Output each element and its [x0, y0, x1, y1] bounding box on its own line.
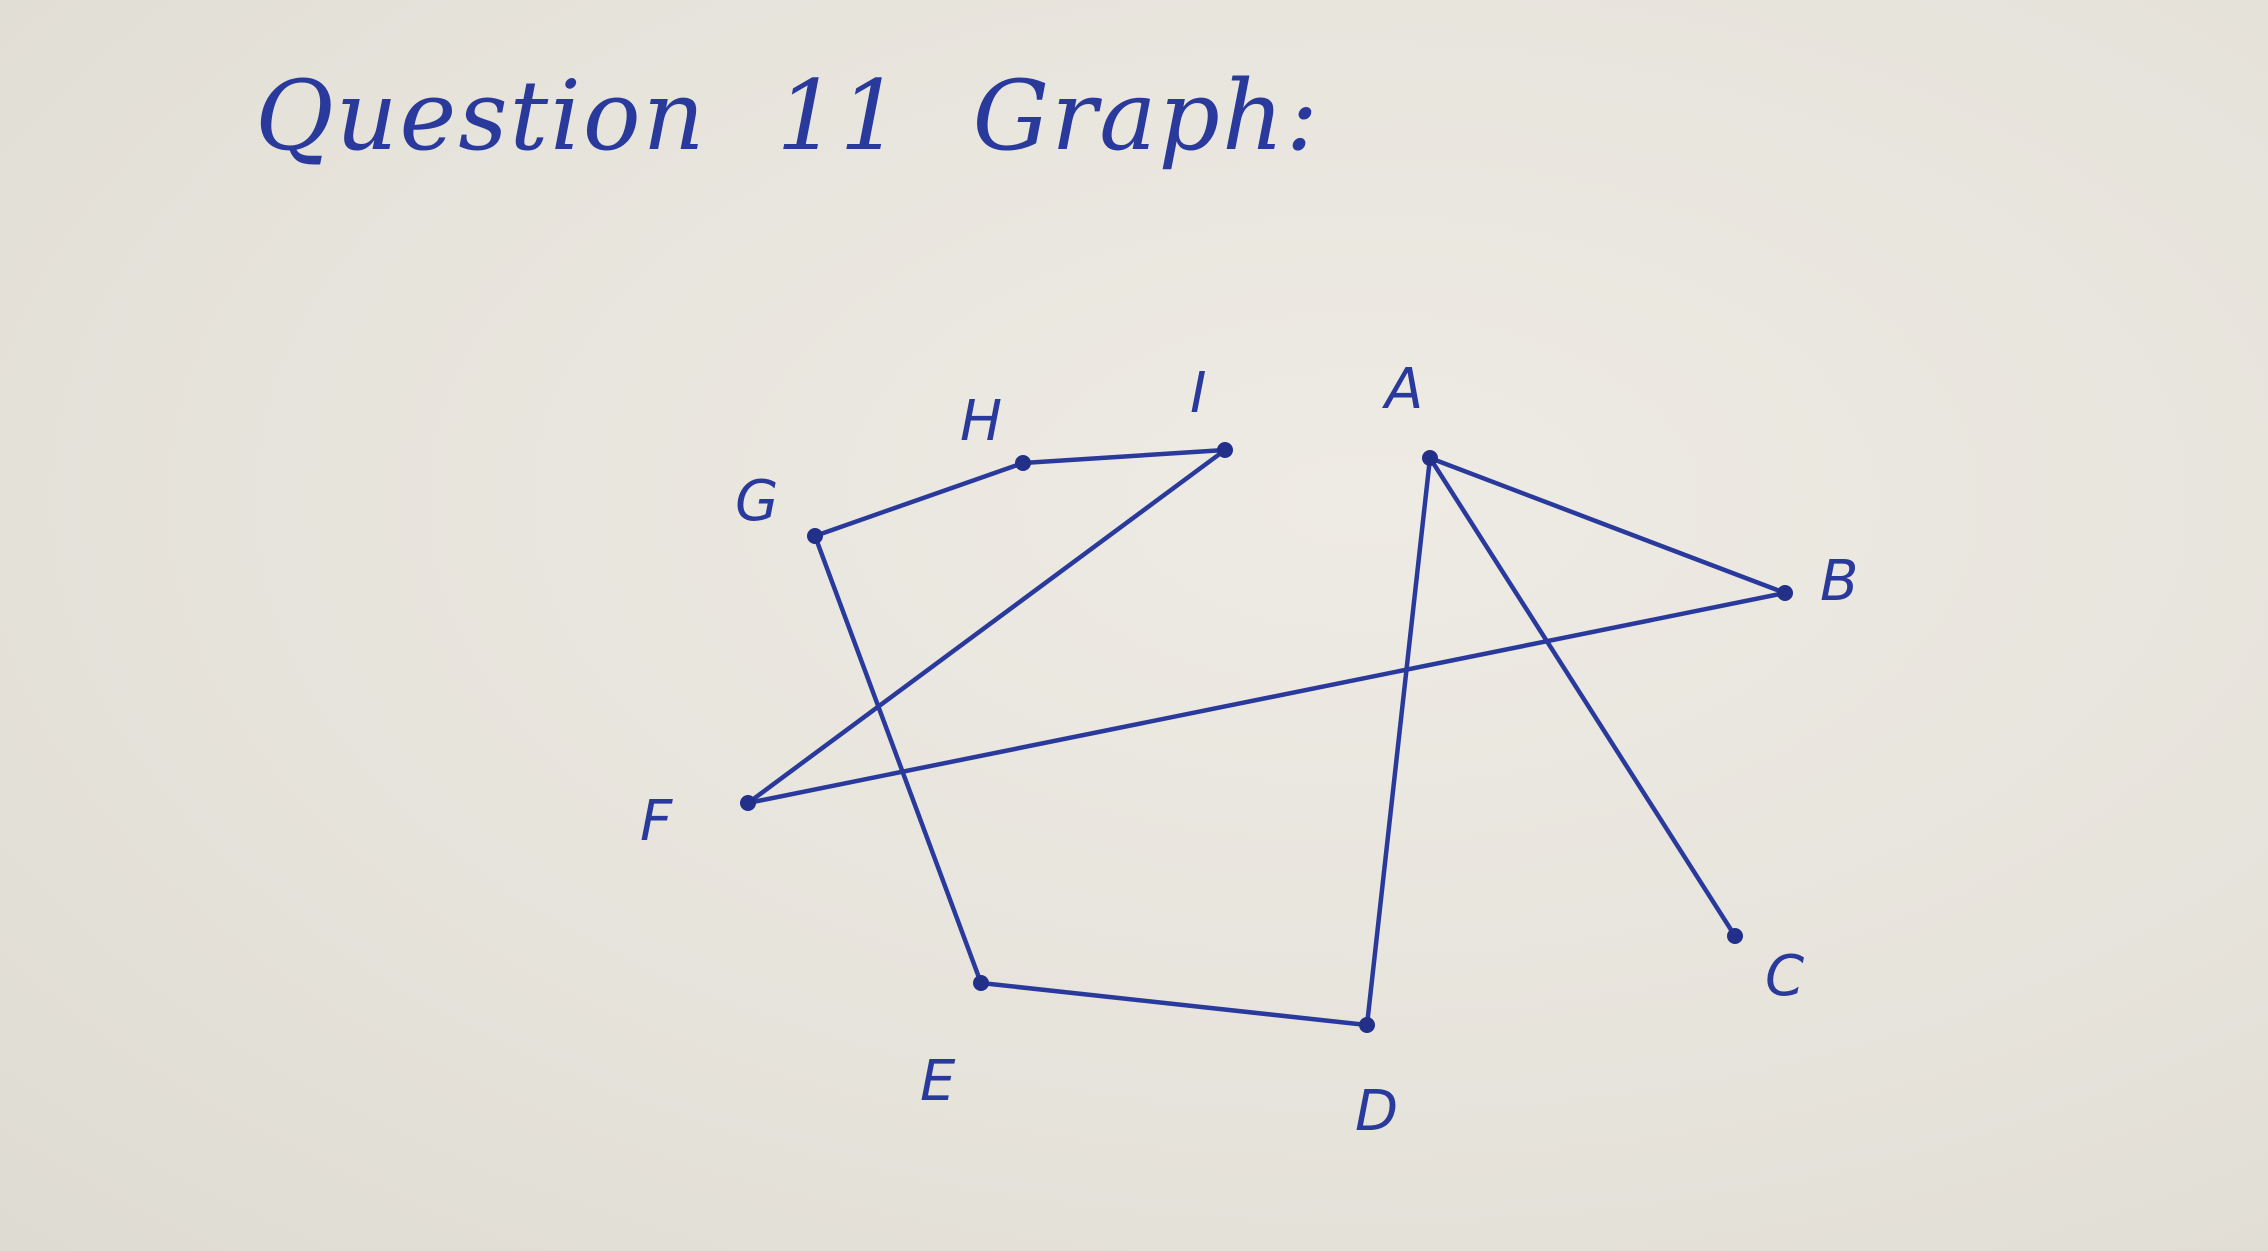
title-word-number: 11	[776, 60, 903, 172]
edge-d-a	[1364, 455, 1433, 1028]
edge-g-e	[812, 533, 984, 986]
node-label-c: C	[1765, 944, 1804, 1009]
node-label-g: G	[735, 469, 778, 534]
node-label-h: H	[960, 389, 1002, 454]
edge-g-h	[812, 460, 1026, 539]
page-title: Question 11 Graph:	[255, 60, 1390, 172]
node-g	[807, 528, 823, 544]
node-b	[1777, 585, 1793, 601]
edge-a-c	[1427, 455, 1738, 939]
edge-e-d	[978, 980, 1370, 1028]
title-word-graph: Graph:	[972, 60, 1321, 172]
node-d	[1359, 1017, 1375, 1033]
edge-h-i	[1020, 447, 1228, 466]
node-label-e: E	[920, 1049, 956, 1114]
title-word-question: Question	[255, 60, 707, 172]
node-label-d: D	[1355, 1079, 1398, 1144]
node-i	[1217, 442, 1233, 458]
graph-labels: A B C D E F G H I	[640, 357, 1858, 1144]
edge-i-f	[745, 447, 1228, 806]
node-h	[1015, 455, 1031, 471]
node-label-i: I	[1190, 361, 1207, 426]
node-c	[1727, 928, 1743, 944]
node-label-f: F	[640, 789, 673, 854]
node-e	[973, 975, 989, 991]
node-label-b: B	[1820, 549, 1858, 614]
node-f	[740, 795, 756, 811]
graph-edges	[745, 447, 1788, 1028]
node-a	[1422, 450, 1438, 466]
edge-f-b	[745, 590, 1788, 806]
graph-nodes	[740, 442, 1793, 1033]
edge-a-b	[1427, 455, 1788, 596]
node-label-a: A	[1382, 357, 1423, 422]
